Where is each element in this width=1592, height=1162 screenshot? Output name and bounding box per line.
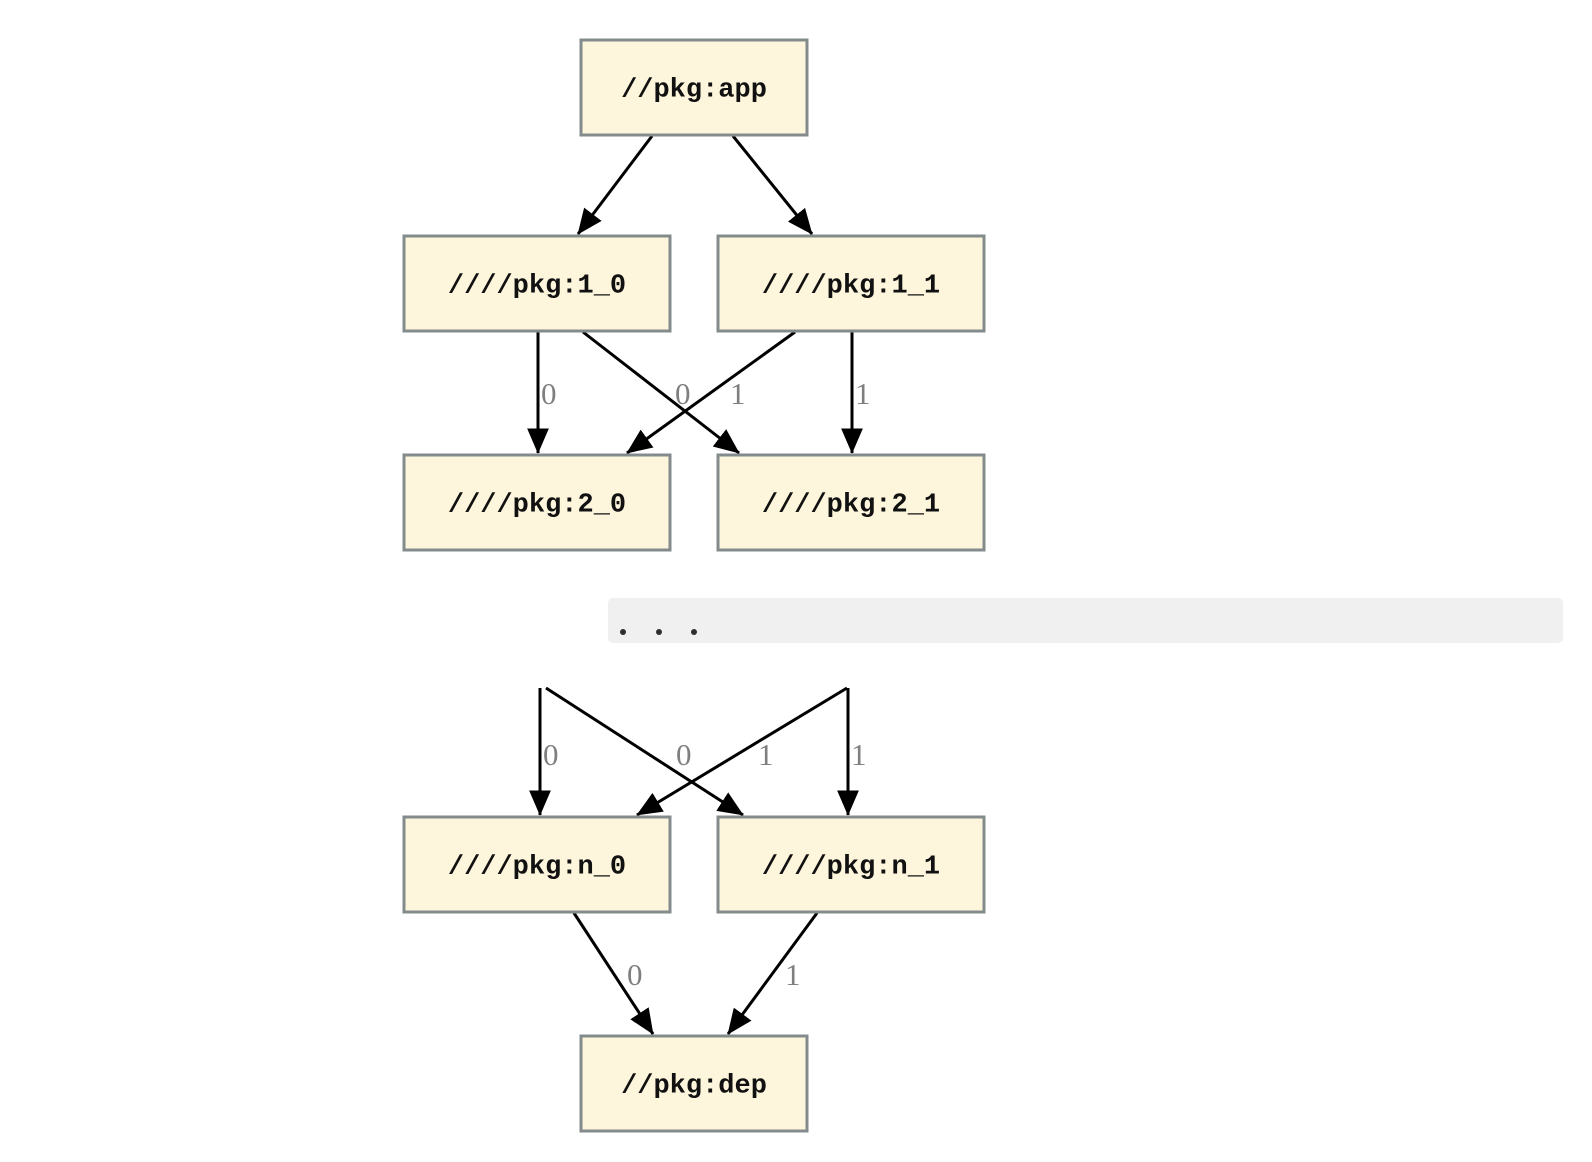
ellipsis-dot-3	[691, 629, 697, 635]
node-label-n_0: ////pkg:n_0	[448, 853, 626, 883]
edge-1_0-to-2_1	[582, 330, 740, 455]
ellipsis-dot-1	[620, 629, 626, 635]
node-box-n_1	[716, 815, 986, 914]
edge-n_1-to-dep	[726, 912, 819, 1035]
edge-label-dots-to-n_1-straight: 1	[851, 737, 867, 772]
ellipsis-band	[608, 598, 1563, 643]
node-label-1_0: ////pkg:1_0	[448, 272, 626, 302]
node-box-1_1	[716, 234, 986, 333]
edge-label-1_1-to-2_1: 1	[855, 376, 871, 411]
nodes-layer: //pkg:app ////pkg:1_0 ////pkg:1_1 ////pkg:2…	[402, 38, 986, 1133]
node-n_1: ////pkg:n_1	[716, 815, 986, 914]
edge-label-n_0-to-dep: 0	[627, 957, 643, 992]
node-2_0: ////pkg:2_0	[402, 453, 672, 552]
edge-label-n_1-to-dep: 1	[785, 957, 801, 992]
edge-label-dots-to-n_0-straight: 0	[543, 737, 559, 772]
node-box-2_0	[402, 453, 672, 552]
edge-app-to-1_1	[731, 135, 814, 235]
node-label-2_1: ////pkg:2_1	[762, 491, 940, 521]
node-label-n_1: ////pkg:n_1	[762, 853, 940, 883]
edge-dots-to-n_1-cross	[545, 686, 744, 817]
node-box-2_1	[716, 453, 986, 552]
edge-label-dots-to-n_1-cross: 1	[758, 737, 774, 772]
edge-dots-to-n_0-cross	[636, 686, 848, 817]
edge-label-dots-to-n_0-cross: 0	[676, 737, 692, 772]
node-label-2_0: ////pkg:2_0	[448, 491, 626, 521]
node-1_1: ////pkg:1_1	[716, 234, 986, 333]
node-label-app: //pkg:app	[621, 76, 767, 106]
ellipsis-dot-2	[656, 629, 662, 635]
ellipsis-band-layer	[608, 598, 1563, 643]
node-dep: //pkg:dep	[579, 1034, 809, 1133]
node-n_0: ////pkg:n_0	[402, 815, 672, 914]
node-box-app	[579, 38, 809, 137]
edges-layer: 0 1 0 1 0 1 0 1 0 1	[527, 135, 871, 1035]
node-label-dep: //pkg:dep	[621, 1072, 767, 1102]
edge-label-1_0-to-2_0: 0	[541, 376, 557, 411]
edge-app-to-1_0	[576, 135, 654, 235]
edge-label-1_1-to-2_0: 0	[675, 376, 691, 411]
edge-n_0-to-dep	[572, 912, 655, 1035]
node-box-dep	[579, 1034, 809, 1133]
edge-label-1_0-to-2_1: 1	[730, 376, 746, 411]
node-2_1: ////pkg:2_1	[716, 453, 986, 552]
edge-1_1-to-2_0	[626, 330, 796, 455]
node-1_0: ////pkg:1_0	[402, 234, 672, 333]
node-app: //pkg:app	[579, 38, 809, 137]
node-label-1_1: ////pkg:1_1	[762, 272, 940, 302]
node-box-1_0	[402, 234, 672, 333]
node-box-n_0	[402, 815, 672, 914]
